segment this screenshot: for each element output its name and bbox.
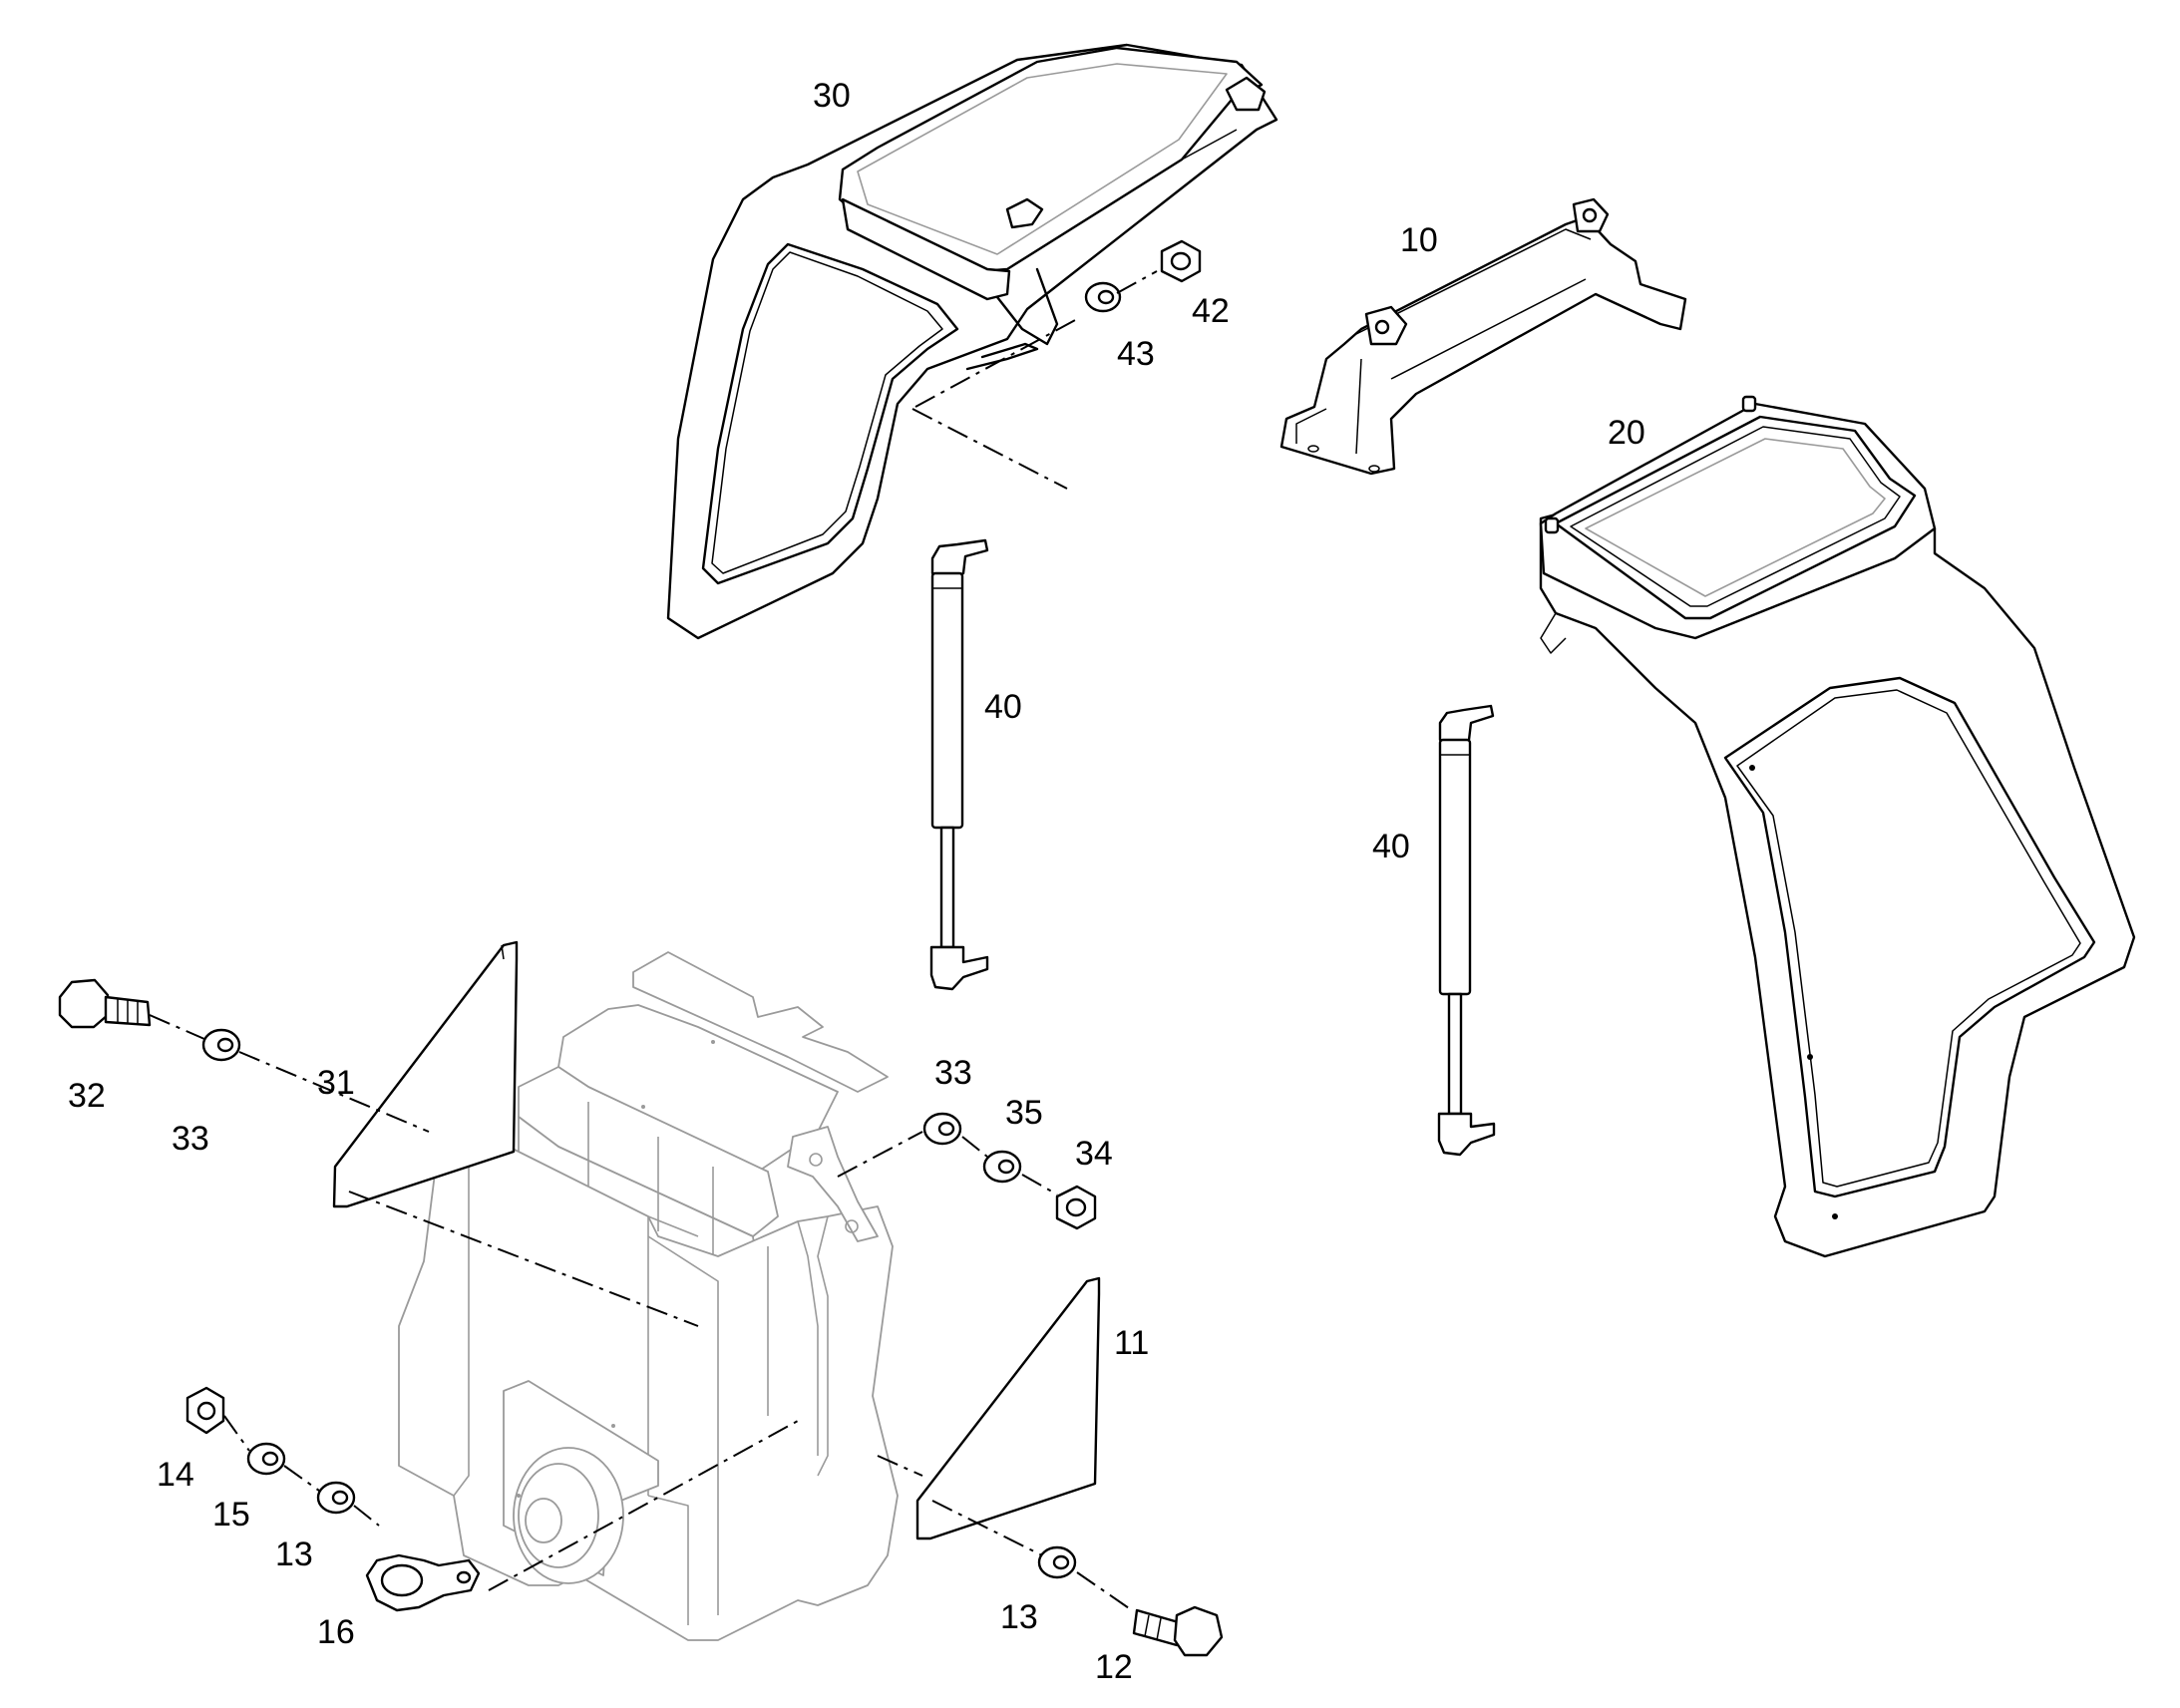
part-13-washer-right <box>1037 1545 1077 1579</box>
part-32-bolt <box>58 978 152 1029</box>
callout-34: 34 <box>1075 1135 1113 1173</box>
part-16-clamp <box>365 1553 481 1612</box>
callout-40-left: 40 <box>984 688 1022 726</box>
callout-12: 12 <box>1095 1648 1133 1686</box>
part-10-bracket <box>1279 197 1687 476</box>
part-43-washer-top <box>1084 281 1122 313</box>
part-34-nut <box>1055 1185 1097 1230</box>
part-33-washer-left <box>201 1028 241 1062</box>
part-11-cover-plate <box>915 1276 1101 1540</box>
callout-20: 20 <box>1608 414 1645 452</box>
callout-15: 15 <box>212 1496 250 1534</box>
part-31-cover-plate <box>332 940 519 1208</box>
assembly-lines <box>149 1014 1133 1611</box>
part-15-washer <box>246 1442 286 1476</box>
callout-42: 42 <box>1192 292 1230 330</box>
callout-13-left: 13 <box>275 1536 313 1573</box>
part-40-gas-strut-left <box>929 538 989 991</box>
callout-30: 30 <box>813 77 851 115</box>
part-12-bolt <box>1132 1605 1224 1657</box>
callout-32: 32 <box>68 1077 106 1115</box>
callout-labels: 30 10 42 43 20 40 40 31 32 33 33 35 34 1… <box>68 77 1645 1686</box>
part-40-gas-strut-right <box>1437 704 1496 1157</box>
part-20-right-fender <box>1539 395 2136 1258</box>
part-35-washer <box>982 1150 1022 1184</box>
callout-13-right: 13 <box>1000 1598 1038 1636</box>
callout-31: 31 <box>317 1064 355 1102</box>
callout-40-right: 40 <box>1372 828 1410 865</box>
callout-14: 14 <box>157 1456 194 1494</box>
part-13-washer-left <box>316 1481 356 1515</box>
part-42-nut <box>1160 239 1202 283</box>
callout-33-left: 33 <box>172 1120 209 1158</box>
callout-43: 43 <box>1117 335 1155 373</box>
part-30-left-fender <box>666 43 1278 640</box>
callout-10: 10 <box>1400 221 1438 259</box>
callout-16: 16 <box>317 1613 355 1651</box>
engine-housing-assembly <box>398 951 899 1641</box>
part-33-washer-right <box>922 1112 962 1146</box>
part-14-nut <box>185 1386 225 1435</box>
callout-33-right: 33 <box>934 1054 972 1092</box>
callout-11: 11 <box>1114 1324 1149 1362</box>
callout-35: 35 <box>1005 1094 1043 1132</box>
